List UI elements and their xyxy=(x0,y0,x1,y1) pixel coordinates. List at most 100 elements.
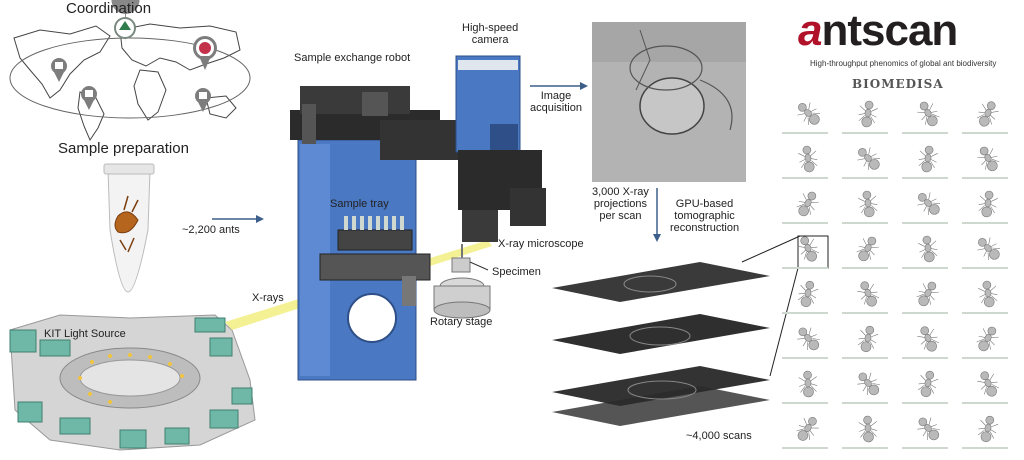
specimen-thumbnail xyxy=(962,231,1014,273)
ants-count-label: ~2,200 ants xyxy=(182,224,240,236)
specimen-thumbnail xyxy=(842,411,894,453)
rotary-stage-label: Rotary stage xyxy=(430,316,493,328)
specimen-caption-bar xyxy=(902,312,948,314)
ant-render-icon xyxy=(976,326,999,352)
ant-render-icon xyxy=(796,191,819,217)
ant-render-icon xyxy=(858,100,878,128)
specimen-caption-bar xyxy=(962,402,1008,404)
map-pin-icon xyxy=(193,36,217,70)
sample-tray-label: Sample tray xyxy=(330,198,389,210)
specimen-caption-bar xyxy=(902,267,948,269)
ant-render-icon xyxy=(796,417,819,441)
ant-render-icon xyxy=(798,370,818,398)
kit-light-source-building xyxy=(9,314,256,451)
specimen-thumbnail xyxy=(962,366,1014,408)
specimen-thumbnail xyxy=(782,141,834,183)
specimen-thumbnail xyxy=(902,321,954,363)
high-speed-camera xyxy=(455,55,546,242)
arrow-ants-to-robot xyxy=(212,215,264,223)
ant-render-icon xyxy=(977,415,999,443)
ant-render-icon xyxy=(977,146,1000,172)
specimen-caption-bar xyxy=(782,222,828,224)
specimen-thumbnail xyxy=(782,231,834,273)
ant-render-icon xyxy=(857,147,880,171)
specimen-thumbnail xyxy=(902,186,954,228)
antscan-logo: antscan xyxy=(798,6,958,55)
specimen-caption-bar xyxy=(782,357,828,359)
specimen-thumbnail xyxy=(782,366,834,408)
ant-render-icon xyxy=(857,281,880,307)
specimen-caption-bar xyxy=(782,177,828,179)
specimen-thumbnail xyxy=(842,96,894,138)
map-pin-icon xyxy=(51,58,67,82)
specimen-thumbnail xyxy=(962,96,1014,138)
specimen-thumbnail xyxy=(962,276,1014,318)
specimen-thumbnail xyxy=(902,411,954,453)
ant-render-icon xyxy=(918,235,938,263)
specimen-thumbnail xyxy=(962,141,1014,183)
kit-light-source-label: KIT Light Source xyxy=(44,328,126,340)
rotary-stage xyxy=(433,244,491,319)
specimen-thumbnail xyxy=(962,186,1014,228)
specimen-thumbnail-grid xyxy=(782,96,1020,458)
projections-label: 3,000 X-ray projections per scan xyxy=(592,186,649,222)
map-pin-icon xyxy=(111,0,140,44)
specimen-thumbnail xyxy=(842,141,894,183)
biomedisa-logo: BIOMEDISA xyxy=(852,77,944,91)
specimen-caption-bar xyxy=(962,357,1008,359)
ant-render-icon xyxy=(797,327,820,351)
map-pin-icon xyxy=(81,86,97,110)
specimen-thumbnail xyxy=(842,366,894,408)
coordination-label: Coordination xyxy=(66,0,152,17)
specimen-thumbnail xyxy=(782,276,834,318)
specimen-caption-bar xyxy=(782,132,828,134)
ant-render-icon xyxy=(858,415,878,443)
sample-tube xyxy=(103,163,155,293)
ant-render-icon xyxy=(857,372,880,396)
specimen-thumbnail xyxy=(842,321,894,363)
xray-projection-image xyxy=(592,22,746,182)
specimen-caption-bar xyxy=(902,357,948,359)
specimen-thumbnail xyxy=(842,276,894,318)
specimen-caption-bar xyxy=(842,357,888,359)
reconstruction-label: GPU-based tomographic reconstruction xyxy=(670,198,740,234)
specimen-thumbnail xyxy=(902,96,954,138)
specimen-thumbnail xyxy=(782,186,834,228)
xrays-label: X-rays xyxy=(252,292,284,304)
ant-render-icon xyxy=(856,236,879,262)
specimen-thumbnail xyxy=(782,411,834,453)
ant-render-icon xyxy=(797,280,819,308)
specimen-caption-bar xyxy=(842,177,888,179)
specimen-caption-bar xyxy=(842,312,888,314)
specimen-caption-bar xyxy=(902,132,948,134)
specimen-thumbnail xyxy=(962,321,1014,363)
ant-render-icon xyxy=(857,325,879,353)
ant-render-icon xyxy=(917,370,939,398)
ant-render-icon xyxy=(917,417,940,441)
ant-render-icon xyxy=(797,102,820,126)
ant-render-icon xyxy=(977,371,1000,397)
sample-exchange-robot-label: Sample exchange robot xyxy=(294,52,411,64)
specimen-caption-bar xyxy=(902,447,948,449)
arrow-projection-to-reconstruction xyxy=(653,188,661,242)
ant-render-icon xyxy=(977,237,1000,261)
specimen-caption-bar xyxy=(962,132,1008,134)
ant-render-icon xyxy=(976,101,999,127)
specimen-caption-bar xyxy=(782,402,828,404)
antscan-tagline: High-throughput phenomics of global ant … xyxy=(810,59,997,68)
leader-lines xyxy=(469,261,489,271)
ant-render-icon xyxy=(917,101,940,127)
sample-preparation-label: Sample preparation xyxy=(58,140,189,157)
ant-render-icon xyxy=(797,236,820,262)
image-acquisition-label: Image acquisition xyxy=(530,90,582,114)
specimen-caption-bar xyxy=(902,222,948,224)
specimen-caption-bar xyxy=(782,447,828,449)
ant-render-icon xyxy=(917,326,940,352)
specimen-caption-bar xyxy=(842,267,888,269)
arrow-camera-to-image xyxy=(530,82,588,90)
map-pin-icons xyxy=(51,0,217,112)
specimen-caption-bar xyxy=(962,447,1008,449)
specimen-thumbnail xyxy=(782,96,834,138)
